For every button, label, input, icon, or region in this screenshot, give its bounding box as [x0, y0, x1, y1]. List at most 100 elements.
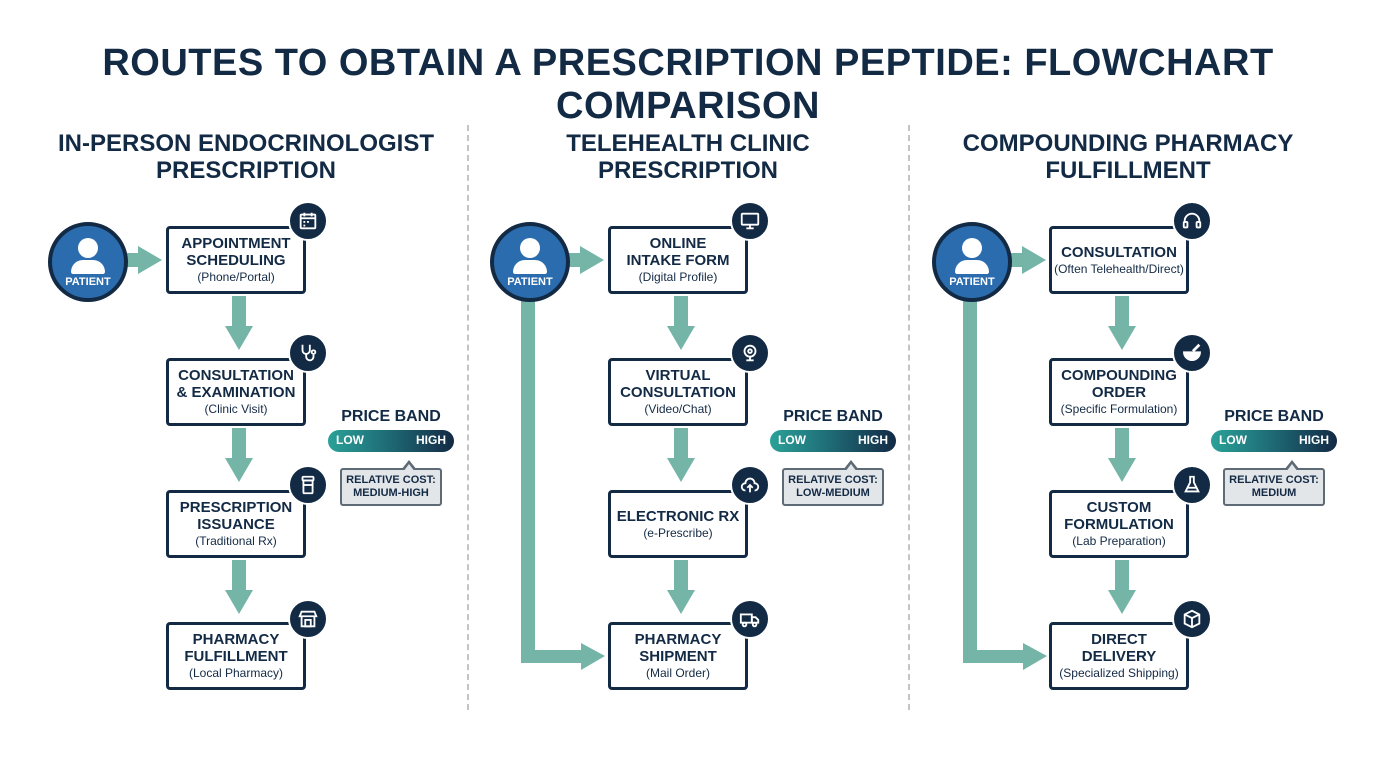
- step-subtitle: (Video/Chat): [644, 402, 712, 416]
- step-subtitle: (Digital Profile): [638, 270, 718, 284]
- price-band-title: PRICE BAND: [783, 408, 883, 425]
- main-title: ROUTES TO OBTAIN A PRESCRIPTION PEPTIDE:…: [102, 42, 1274, 127]
- step-appointment-scheduling: APPOINTMENT SCHEDULING (Phone/Portal): [166, 226, 306, 294]
- step-subtitle: (Phone/Portal): [197, 270, 275, 284]
- patient-node: PATIENT: [490, 222, 570, 302]
- person-icon: [962, 238, 982, 258]
- price-band-low: LOW: [778, 433, 806, 447]
- headset-icon: [1172, 201, 1212, 241]
- arrow-patient-bypass-col2: [521, 300, 605, 670]
- relative-cost-box: RELATIVE COST: MEDIUM-HIGH: [340, 460, 442, 506]
- step-title-line2: CONSULTATION: [620, 384, 736, 401]
- step-subtitle: (Clinic Visit): [204, 402, 268, 416]
- step-title-line1: CONSULTATION: [1061, 243, 1177, 261]
- storefront-icon: [288, 599, 328, 639]
- arrow-step1-to-step2-col2: [667, 296, 695, 350]
- step-pharmacy-shipment: PHARMACY SHIPMENT (Mail Order): [608, 622, 748, 690]
- column-divider: [908, 125, 910, 710]
- column-title-compounding: COMPOUNDING PHARMACY FULFILLMENT: [928, 130, 1328, 184]
- arrow-patient-bypass-col3: [963, 300, 1047, 670]
- relative-cost-value: MEDIUM: [1251, 487, 1297, 499]
- step-title-line1: PHARMACY: [634, 631, 722, 648]
- step-compounding-order: COMPOUNDING ORDER (Specific Formulation): [1049, 358, 1189, 426]
- step-title-line2: FORMULATION: [1064, 516, 1174, 533]
- patient-label: PATIENT: [949, 276, 995, 288]
- arrow-step3-to-step4-col3: [1108, 560, 1136, 614]
- step-title-line1: APPOINTMENT: [181, 235, 291, 252]
- person-icon-body: [955, 260, 989, 274]
- person-icon: [78, 238, 98, 258]
- arrow-patient-to-step1-col1: [126, 246, 162, 274]
- calendar-phone-icon: [288, 201, 328, 241]
- step-virtual-consultation: VIRTUAL CONSULTATION (Video/Chat): [608, 358, 748, 426]
- step-subtitle: (Mail Order): [645, 666, 710, 680]
- relative-cost-box: RELATIVE COST: MEDIUM: [1223, 460, 1325, 506]
- step-title-line2: FULFILLMENT: [184, 648, 288, 665]
- price-band-bar: LOW HIGH: [1211, 430, 1337, 452]
- step-title-line1: CUSTOM: [1086, 499, 1152, 516]
- relative-cost-label: RELATIVE COST:: [1229, 474, 1319, 486]
- step-subtitle: (Specific Formulation): [1060, 402, 1178, 416]
- price-band-title: PRICE BAND: [341, 408, 441, 425]
- patient-label: PATIENT: [65, 276, 111, 288]
- step-title-line2: ISSUANCE: [197, 516, 275, 533]
- step-title-line1: CONSULTATION: [178, 367, 294, 384]
- computer-monitor-icon: [730, 201, 770, 241]
- step-subtitle: (Often Telehealth/Direct): [1054, 261, 1184, 276]
- step-title-line1: VIRTUAL: [645, 367, 711, 384]
- step-title-line2: SCHEDULING: [186, 252, 286, 269]
- price-band-high: HIGH: [858, 433, 888, 447]
- cloud-upload-icon: [730, 465, 770, 505]
- step-consultation: CONSULTATION (Often Telehealth/Direct): [1049, 226, 1189, 294]
- column-title-telehealth: TELEHEALTH CLINIC PRESCRIPTION: [488, 130, 888, 184]
- price-band-bar: LOW HIGH: [770, 430, 896, 452]
- column-title-line1: IN-PERSON ENDOCRINOLOGIST: [57, 130, 435, 157]
- step-subtitle: (Traditional Rx): [195, 534, 277, 548]
- step-subtitle: (Local Pharmacy): [188, 666, 284, 680]
- arrow-step2-to-step3-col2: [667, 428, 695, 482]
- mortar-pestle-icon: [1172, 333, 1212, 373]
- step-pharmacy-fulfillment: PHARMACY FULFILLMENT (Local Pharmacy): [166, 622, 306, 690]
- arrow-step2-to-step3-col3: [1108, 428, 1136, 482]
- arrow-patient-to-step1-col2: [568, 246, 604, 274]
- step-title-line1: ONLINE: [649, 235, 707, 252]
- step-title-line2: INTAKE FORM: [626, 252, 730, 269]
- step-title-line2: DELIVERY: [1081, 648, 1157, 665]
- step-title-line2: SHIPMENT: [639, 648, 717, 665]
- step-custom-formulation: CUSTOM FORMULATION (Lab Preparation): [1049, 490, 1189, 558]
- pill-bottle-icon: [288, 465, 328, 505]
- column-divider: [467, 125, 469, 710]
- patient-node: PATIENT: [932, 222, 1012, 302]
- arrow-step1-to-step2-col3: [1108, 296, 1136, 350]
- price-band-title: PRICE BAND: [1224, 408, 1324, 425]
- webcam-icon: [730, 333, 770, 373]
- person-icon: [520, 238, 540, 258]
- arrow-patient-to-step1-col3: [1010, 246, 1046, 274]
- person-icon-body: [71, 260, 105, 274]
- person-icon-body: [513, 260, 547, 274]
- arrow-step3-to-step4-col2: [667, 560, 695, 614]
- stethoscope-icon: [288, 333, 328, 373]
- step-title-line1: PRESCRIPTION: [179, 499, 293, 516]
- arrow-step2-to-step3-col1: [225, 428, 253, 482]
- price-band-bar: LOW HIGH: [328, 430, 454, 452]
- patient-node: PATIENT: [48, 222, 128, 302]
- lab-flask-icon: [1172, 465, 1212, 505]
- column-title-line2: PRESCRIPTION: [597, 157, 779, 184]
- price-band-high: HIGH: [1299, 433, 1329, 447]
- step-consultation-examination: CONSULTATION & EXAMINATION (Clinic Visit…: [166, 358, 306, 426]
- step-subtitle: (e-Prescribe): [643, 525, 713, 540]
- delivery-truck-icon: [730, 599, 770, 639]
- column-title-line1: TELEHEALTH CLINIC: [566, 130, 810, 157]
- column-title-line2: PRESCRIPTION: [155, 157, 337, 184]
- price-band-high: HIGH: [416, 433, 446, 447]
- step-subtitle: (Specialized Shipping): [1059, 666, 1179, 680]
- arrow-step1-to-step2-col1: [225, 296, 253, 350]
- step-title-line1: ELECTRONIC RX: [616, 507, 740, 525]
- step-title-line1: COMPOUNDING: [1061, 367, 1177, 384]
- column-title-line1: COMPOUNDING PHARMACY: [962, 130, 1294, 157]
- step-electronic-rx: ELECTRONIC RX (e-Prescribe): [608, 490, 748, 558]
- relative-cost-value: LOW-MEDIUM: [796, 487, 870, 499]
- step-title-line2: ORDER: [1091, 384, 1147, 401]
